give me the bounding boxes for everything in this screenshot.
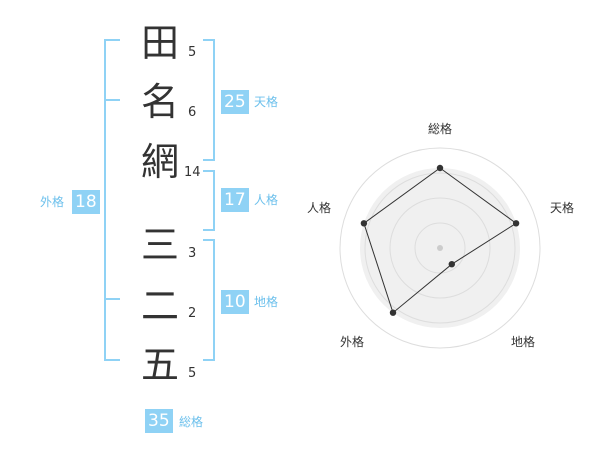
radar-axis-label-jinkaku: 人格 — [307, 201, 332, 215]
radar-point — [512, 220, 520, 227]
radar-polygon — [363, 167, 517, 314]
radar-point — [436, 164, 444, 172]
gaikaku-tick-top — [104, 99, 120, 101]
gaikaku-value: 18 — [72, 190, 100, 214]
soukaku-value: 35 — [145, 409, 173, 433]
gaikaku-label: 外格 — [40, 195, 65, 209]
jinkaku-value: 17 — [221, 188, 249, 212]
tenkaku-label: 天格 — [254, 95, 279, 109]
tenkaku-bracket — [203, 39, 215, 161]
given-char-1: 三 — [140, 223, 179, 267]
surname-char-3: 網 — [140, 140, 179, 184]
soukaku-label: 総格 — [179, 415, 204, 429]
chikaku-bracket — [203, 239, 215, 361]
tenkaku-value: 25 — [221, 90, 249, 114]
radar-axis-label-tenkaku: 天格 — [550, 201, 575, 215]
radar-point — [389, 309, 397, 316]
radar-axis-label-gaikaku: 外格 — [340, 335, 365, 349]
radar-point — [360, 220, 368, 227]
radar-axis-label-soukaku: 総格 — [428, 122, 453, 136]
given-char-2: 二 — [140, 284, 179, 328]
surname-strokes-1: 5 — [188, 45, 197, 60]
jinkaku-label: 人格 — [254, 193, 279, 207]
gaikaku-bracket — [104, 39, 120, 361]
radar-center-dot — [437, 245, 443, 251]
radar-grid-ring — [389, 197, 491, 299]
radar-grid-ring — [364, 172, 516, 324]
radar-grid-ring — [414, 222, 466, 274]
surname-char-1: 田 — [140, 21, 179, 65]
chikaku-label: 地格 — [254, 295, 279, 309]
surname-char-2: 名 — [140, 80, 179, 124]
surname-strokes-2: 6 — [188, 105, 197, 120]
given-strokes-3: 5 — [188, 366, 197, 381]
gaikaku-tick-bottom — [104, 298, 120, 300]
given-strokes-1: 3 — [188, 246, 197, 261]
given-char-3: 五 — [140, 343, 179, 387]
jinkaku-bracket — [203, 170, 215, 231]
chikaku-value: 10 — [221, 290, 249, 314]
radar-grid-ring — [339, 147, 541, 349]
given-strokes-2: 2 — [188, 306, 197, 321]
surname-strokes-3: 14 — [184, 165, 201, 180]
radar-point — [448, 261, 455, 268]
radar-axis-label-chikaku: 地格 — [511, 335, 536, 349]
